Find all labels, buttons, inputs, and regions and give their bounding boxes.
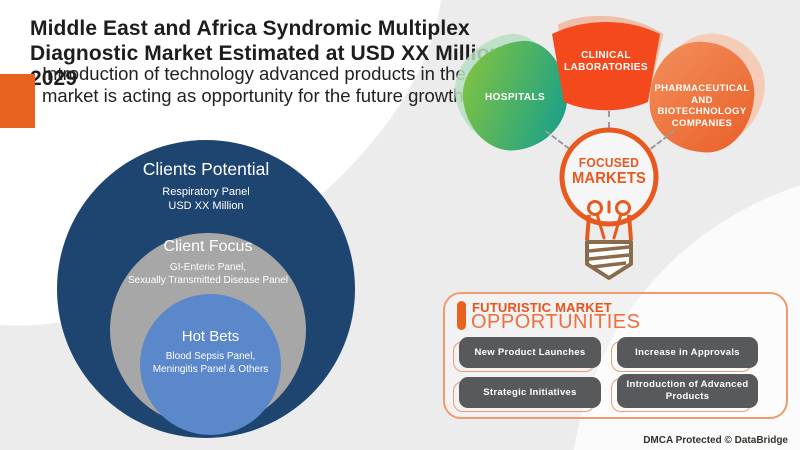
segment-label-hospitals: HOSPITALS [484, 92, 546, 103]
opportunities-accent-pill [457, 301, 466, 330]
subtitle: Introduction of technology advanced prod… [42, 63, 466, 106]
opportunity-item-increase-in-approvals: Increase in Approvals [611, 337, 758, 372]
title-line-1: Middle East and Africa Syndromic Multipl… [30, 17, 470, 40]
funnel-label-client-focus: Client Focus GI-Enteric Panel,Sexually T… [110, 238, 306, 287]
opportunity-item-new-product-launches: New Product Launches [453, 337, 601, 372]
watermark: DMCA Protected © DataBridge [643, 435, 788, 446]
lightbulb-icon [559, 127, 659, 280]
funnel-detail: GI-Enteric Panel,Sexually Transmitted Di… [127, 262, 289, 286]
funnel-title: Clients Potential [142, 159, 270, 179]
clinical-laboratories-petal [552, 15, 664, 111]
segment-label-pharma-biotech: PHARMACEUTICAL AND BIOTECHNOLOGY COMPANI… [654, 83, 750, 129]
funnel-label-hot-bets: Hot Bets Blood Sepsis Panel,Meningitis P… [140, 328, 281, 376]
accent-square [0, 74, 35, 128]
funnel-title: Client Focus [163, 238, 253, 255]
funnel-title: Hot Bets [181, 328, 240, 345]
opportunities-title-line2: OPPORTUNITIES [471, 311, 641, 333]
segment-label-clinical-laboratories: CLINICAL LABORATORIES [564, 50, 648, 73]
hub-label-focused-markets: FOCUSED MARKETS [571, 155, 647, 187]
connector-dash-middle [608, 111, 610, 128]
opportunity-item-introduction-of-advanced-products: Introduction of Advanced Products [611, 374, 758, 412]
funnel-circle-hot-bets [140, 294, 281, 435]
opportunities-title-line1: FUTURISTIC MARKET [472, 300, 612, 315]
page-title: Middle East and Africa Syndromic Multipl… [30, 16, 550, 91]
title-line-2: Diagnostic Market Estimated at USD XX Mi… [30, 42, 528, 90]
opportunity-item-strategic-initiatives: Strategic Initiatives [453, 377, 601, 412]
funnel-detail: Blood Sepsis Panel,Meningitis Panel & Ot… [152, 351, 269, 375]
